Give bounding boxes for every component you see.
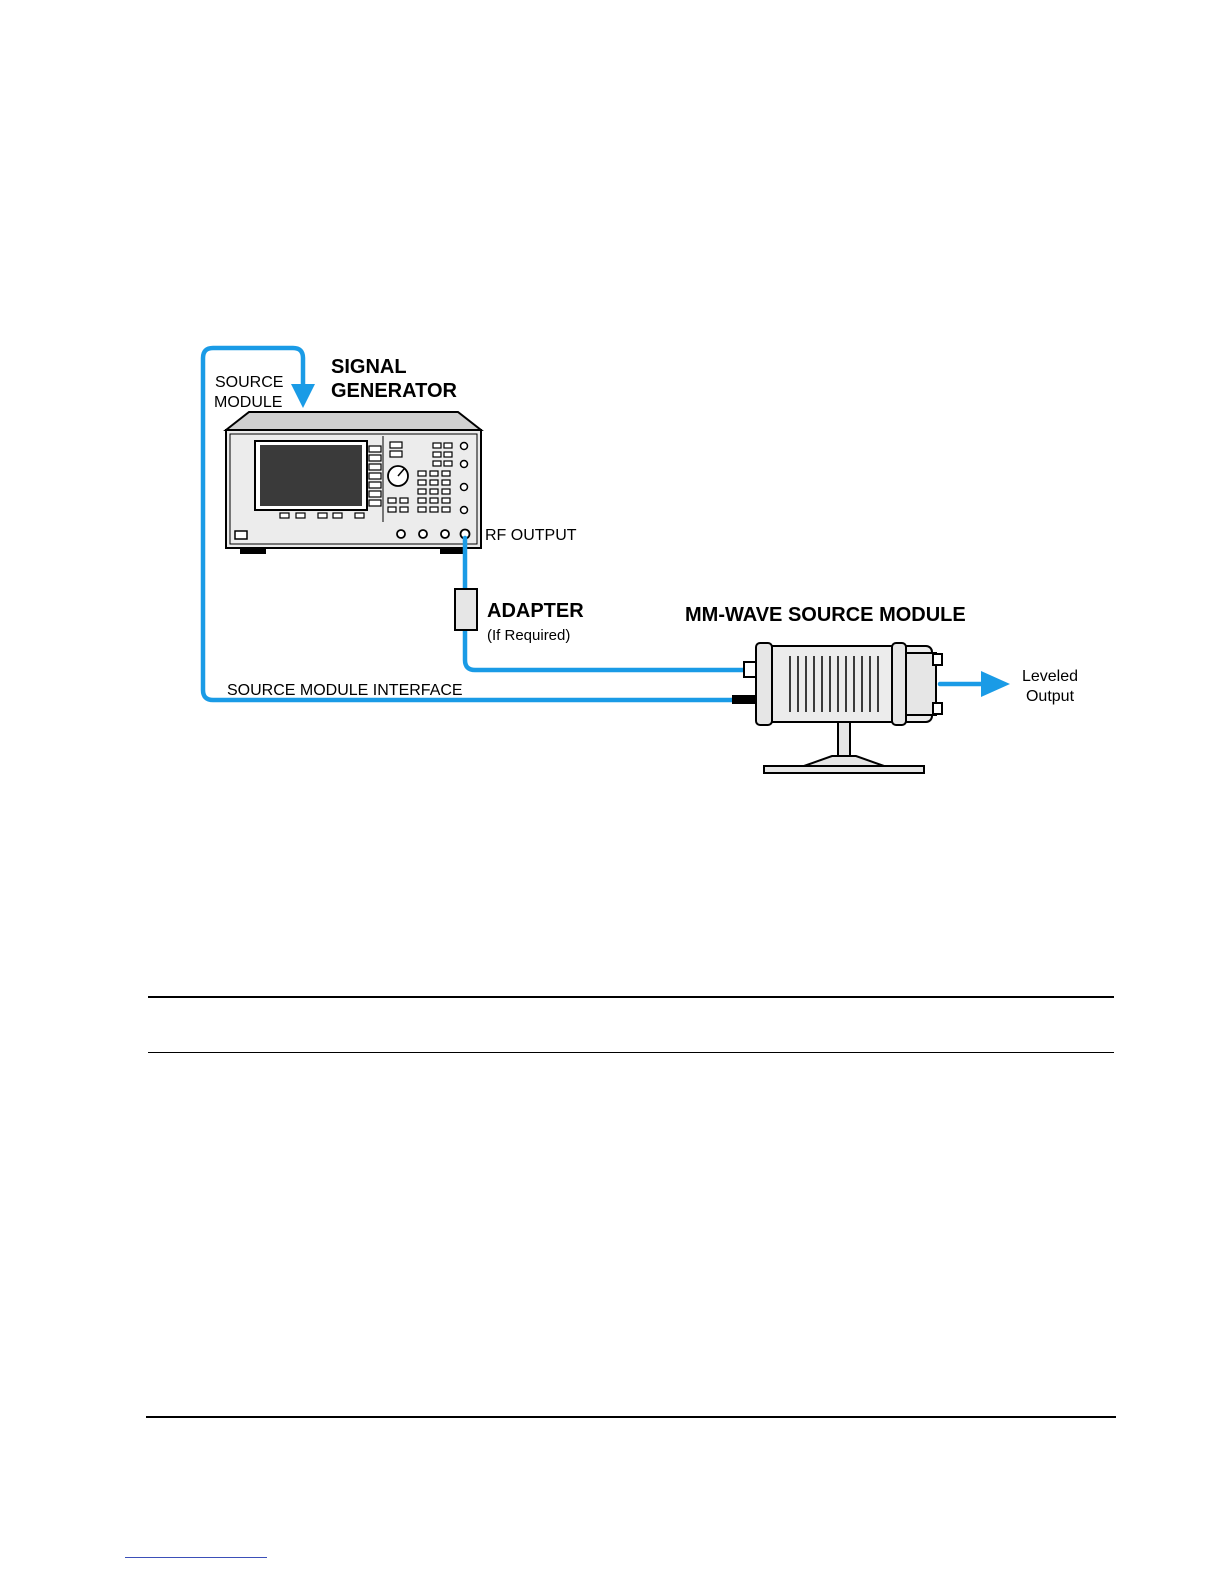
footer-link-underline (125, 1557, 267, 1558)
adapter-note-label: (If Required) (487, 627, 570, 644)
leveled-output-label-line2: Output (1026, 688, 1075, 705)
signal-generator-lid (226, 412, 481, 430)
leveled-output-arrow-icon (981, 671, 1010, 697)
power-switch (235, 531, 247, 539)
signal-generator-label-line2: GENERATOR (331, 380, 457, 402)
adapter-label: ADAPTER (487, 600, 584, 622)
bottom-rule (146, 1416, 1116, 1418)
rf-output-label: RF OUTPUT (485, 527, 577, 544)
front-connectors (397, 530, 449, 538)
signal-generator-label: SIGNAL (331, 356, 407, 378)
top-rule (148, 996, 1114, 998)
signal-generator (226, 412, 481, 554)
adapter-box (455, 589, 477, 630)
source-module-interface-label: SOURCE MODULE INTERFACE (227, 682, 463, 699)
leveled-output-label: Leveled (1022, 668, 1078, 685)
mm-wave-module-label: MM-WAVE SOURCE MODULE (685, 604, 966, 626)
source-module-label-line2: MODULE (214, 394, 282, 411)
source-module-label: SOURCE (215, 374, 283, 391)
middle-rule (148, 1052, 1114, 1053)
source-module-arrow-icon (291, 384, 315, 408)
softkey-column (369, 446, 381, 506)
mm-wave-source-module (733, 643, 942, 773)
